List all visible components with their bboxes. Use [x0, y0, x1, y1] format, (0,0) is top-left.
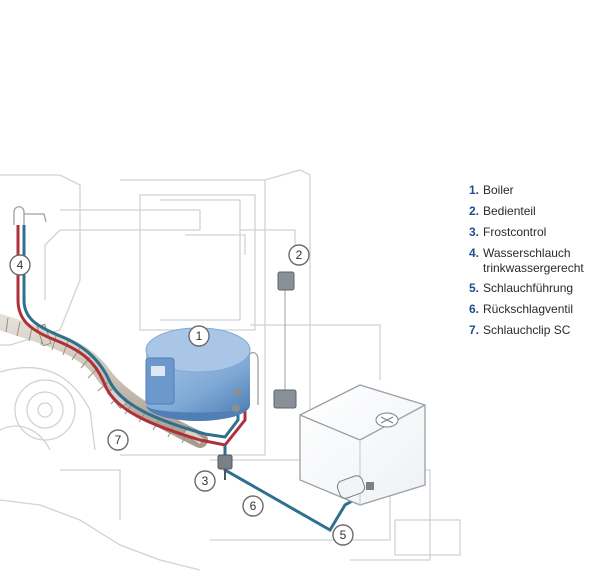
callout-4-label: 4 [17, 258, 24, 272]
legend-label: Boiler [483, 183, 514, 197]
legend-label: Frostcontrol [483, 225, 547, 239]
callout-2-label: 2 [296, 248, 303, 262]
legend-number: 6. [469, 302, 480, 316]
legend-label: Bedienteil [483, 204, 536, 218]
frostcontrol-valve [217, 454, 233, 480]
callout-4: 4 [9, 254, 31, 276]
vehicle-outline [0, 169, 461, 571]
legend-label: Rückschlagventil [483, 302, 574, 316]
legend-label: Schlauchclip SC [483, 323, 571, 337]
legend-item-rueckschlagventil: 6. Rückschlagventil [469, 302, 600, 317]
legend-item-boiler: 1. Boiler [469, 183, 600, 198]
control-panel [273, 271, 297, 409]
callout-1-label: 1 [196, 329, 203, 343]
boiler [145, 327, 251, 421]
callout-3-label: 3 [202, 474, 209, 488]
water-tank [299, 384, 426, 506]
legend-item-wasserschlauch: 4. Wasserschlauch trinkwassergerecht [469, 246, 600, 276]
legend-number: 5. [469, 281, 480, 295]
callout-3: 3 [194, 470, 216, 492]
legend-item-frostcontrol: 3. Frostcontrol [469, 225, 600, 240]
legend-item-schlauchclip: 7. Schlauchclip SC [469, 323, 600, 338]
callout-7-label: 7 [115, 433, 122, 447]
legend-number: 4. [469, 246, 480, 260]
callout-5: 5 [332, 524, 354, 546]
legend-number: 1. [469, 183, 480, 197]
legend-label: Schlauchführung [483, 281, 574, 295]
callout-2: 2 [288, 244, 310, 266]
legend-item-bedienteil: 2. Bedienteil [469, 204, 600, 219]
callout-5-label: 5 [340, 528, 347, 542]
callout-1: 1 [188, 325, 210, 347]
callout-6: 6 [242, 495, 264, 517]
legend-number: 2. [469, 204, 480, 218]
check-valve [336, 475, 374, 499]
legend-number: 3. [469, 225, 480, 239]
legend-number: 7. [469, 323, 480, 337]
legend-item-schlauchfuehrung: 5. Schlauchführung [469, 281, 600, 296]
legend: 1. Boiler 2. Bedienteil 3. Frostcontrol … [469, 183, 600, 344]
legend-label: Wasserschlauch trinkwassergerecht [483, 246, 584, 275]
callout-6-label: 6 [250, 499, 257, 513]
callout-7: 7 [107, 429, 129, 451]
